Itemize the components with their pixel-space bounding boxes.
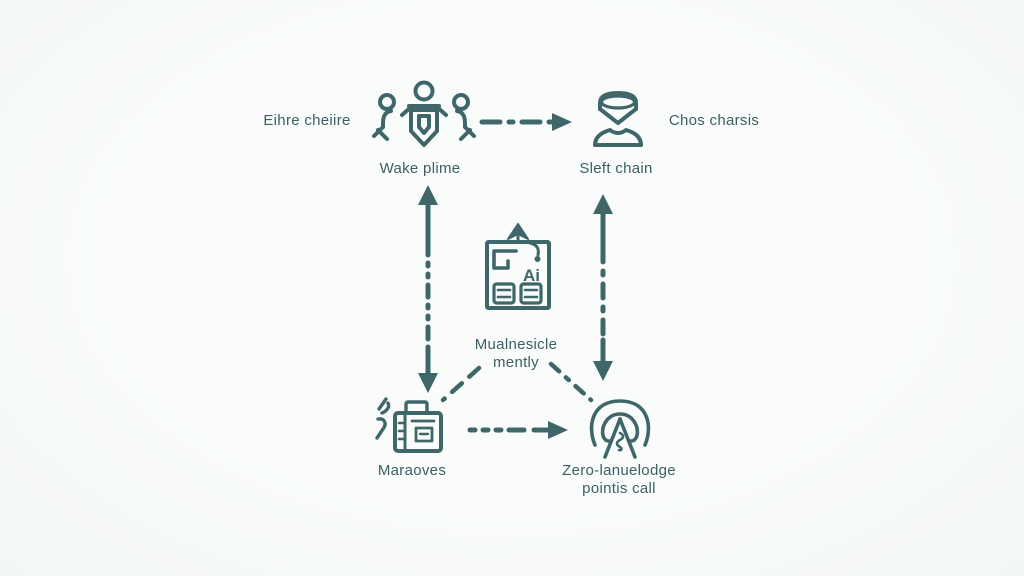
ai-module-label-line1: Mualnesicle bbox=[474, 336, 558, 353]
ai-module-label: Mualnesicle mently bbox=[475, 336, 558, 372]
caption-left: Eihre cheiire bbox=[263, 112, 351, 129]
broadcast-icon bbox=[589, 399, 651, 459]
broadcast-label-line2: pointis call bbox=[582, 480, 656, 497]
edge-ai-broadcast bbox=[548, 361, 594, 403]
arrow-team-toolbox bbox=[418, 185, 438, 393]
arrow-team-to-person bbox=[479, 113, 572, 131]
toolbox-label: Maraoves bbox=[377, 462, 447, 479]
ai-module-node: Ai bbox=[480, 222, 556, 314]
ai-badge-text: Ai bbox=[523, 266, 540, 285]
person-label: Sleft chain bbox=[579, 160, 653, 177]
ai-module-label-line2: mently bbox=[493, 354, 539, 371]
broadcast-node bbox=[584, 390, 656, 464]
person-node bbox=[591, 90, 645, 150]
team-label: Wake plime bbox=[379, 160, 461, 177]
team-node bbox=[372, 78, 476, 158]
arrow-toolbox-broadcast bbox=[467, 421, 568, 439]
person-icon bbox=[593, 91, 643, 147]
arrow-person-broadcast bbox=[593, 194, 613, 381]
toolbox-icon bbox=[375, 397, 443, 453]
people-group-icon bbox=[372, 80, 476, 147]
edge-ai-toolbox bbox=[440, 365, 482, 403]
broadcast-label: Zero-lanuelodge pointis call bbox=[562, 462, 676, 498]
caption-right: Chos charsis bbox=[668, 112, 760, 129]
broadcast-label-line1: Zero-lanuelodge bbox=[562, 462, 676, 479]
ai-document-icon: Ai bbox=[485, 223, 551, 310]
toolbox-node bbox=[374, 396, 448, 458]
